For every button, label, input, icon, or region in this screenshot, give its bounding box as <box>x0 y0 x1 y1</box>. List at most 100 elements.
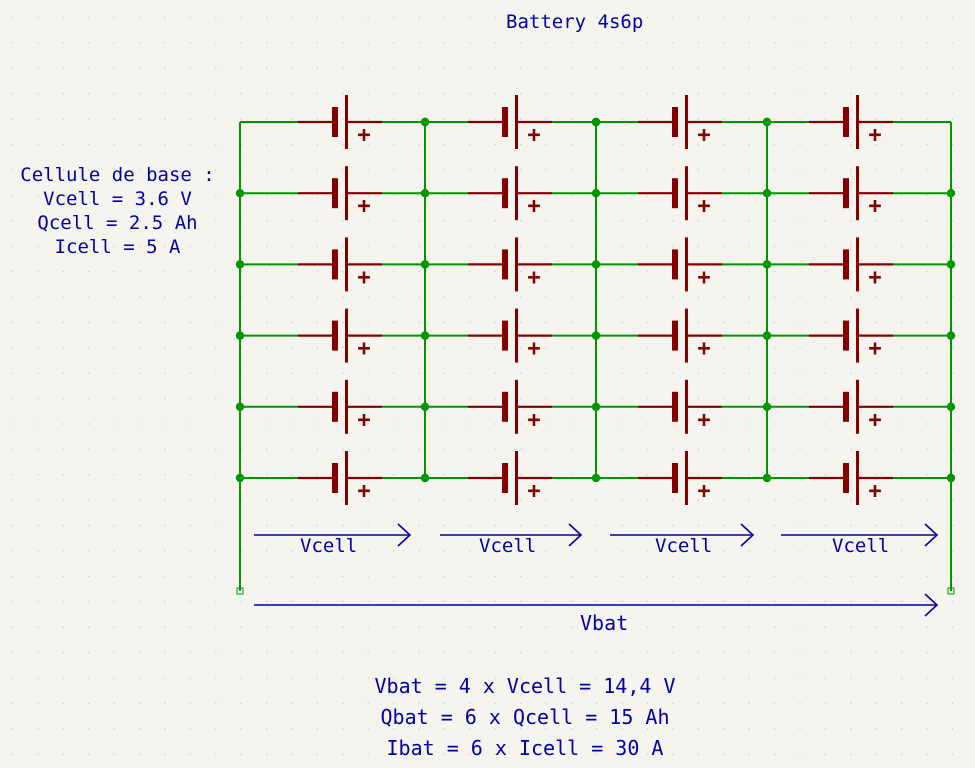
junction-dot <box>420 331 430 340</box>
battery-cell: + <box>298 451 382 505</box>
cell-plus-sign: + <box>868 479 881 504</box>
battery-cell: + <box>809 95 893 149</box>
junction-dot <box>591 189 601 198</box>
junction-dot <box>235 402 245 411</box>
cell-plus-sign: + <box>868 123 881 148</box>
cell-plus-sign: + <box>697 265 710 290</box>
junction-dot <box>762 402 772 411</box>
cell-plus-sign: + <box>527 265 540 290</box>
battery-cell: + <box>298 166 382 221</box>
schematic-title: Battery 4s6p <box>506 11 644 33</box>
junction-dot <box>762 189 772 198</box>
terminal-pin <box>236 587 244 595</box>
battery-cell: + <box>809 451 893 505</box>
junction-dot <box>946 473 956 483</box>
cell-plus-sign: + <box>527 408 540 433</box>
cell-plus-sign: + <box>697 408 710 433</box>
battery-cells: + + + + + + + + + + + + + + + + + + + + + + + + <box>298 95 893 505</box>
junction-dot <box>946 402 956 411</box>
battery-cell: + <box>638 95 722 149</box>
junction-dot <box>420 473 430 483</box>
cell-plus-sign: + <box>527 337 540 362</box>
vcell-arrow-head <box>924 523 939 547</box>
battery-cell: + <box>638 237 722 292</box>
cell-plus-sign: + <box>357 265 370 290</box>
battery-cell: + <box>638 379 722 434</box>
cell-plus-sign: + <box>357 408 370 433</box>
junction-dot <box>420 402 430 411</box>
junction-dot <box>762 331 772 340</box>
battery-cell: + <box>298 308 382 363</box>
battery-cell: + <box>468 451 552 505</box>
battery-cell: + <box>638 166 722 221</box>
vbat-label: Vbat <box>580 611 629 635</box>
vcell-label-1: Vcell <box>300 535 358 557</box>
battery-cell: + <box>809 379 893 434</box>
grid-dots <box>12 17 953 755</box>
junction-dot <box>420 260 430 269</box>
junction-dot <box>235 260 245 269</box>
cell-info-vcell: Vcell = 3.6 V <box>43 188 192 210</box>
cell-plus-sign: + <box>868 265 881 290</box>
cell-plus-sign: + <box>527 123 540 148</box>
vcell-label-3: Vcell <box>655 535 713 557</box>
junction-dot <box>420 117 430 127</box>
cell-info-heading: Cellule de base : <box>20 164 215 186</box>
battery-cell: + <box>468 308 552 363</box>
junction-dot <box>762 473 772 483</box>
cell-plus-sign: + <box>868 408 881 433</box>
junction-dot <box>235 473 245 483</box>
formulas-block: Vbat = 4 x Vcell = 14,4 V Qbat = 6 x Qce… <box>360 671 690 764</box>
vcell-arrow-head <box>740 523 755 547</box>
formula-vbat: Vbat = 4 x Vcell = 14,4 V <box>374 674 676 698</box>
battery-cell: + <box>468 379 552 434</box>
cell-plus-sign: + <box>357 123 370 148</box>
cell-info-block: Cellule de base : Vcell = 3.6 V Qcell = … <box>10 163 225 259</box>
junction-dot <box>946 189 956 198</box>
battery-cell: + <box>468 95 552 149</box>
cell-plus-sign: + <box>868 337 881 362</box>
battery-cell: + <box>298 237 382 292</box>
junction-dot <box>946 331 956 340</box>
vcell-arrow-head <box>568 523 583 547</box>
junctions <box>235 117 956 595</box>
cell-plus-sign: + <box>357 337 370 362</box>
cell-plus-sign: + <box>697 337 710 362</box>
junction-dot <box>235 189 245 198</box>
junction-dot <box>591 402 601 411</box>
formula-qbat: Qbat = 6 x Qcell = 15 Ah <box>380 705 670 729</box>
battery-cell: + <box>298 95 382 149</box>
cell-plus-sign: + <box>697 123 710 148</box>
junction-dot <box>591 260 601 269</box>
terminal-pin <box>947 587 955 595</box>
cell-plus-sign: + <box>697 479 710 504</box>
battery-cell: + <box>809 308 893 363</box>
cell-info-icell: Icell = 5 A <box>54 236 181 258</box>
cell-plus-sign: + <box>357 479 370 504</box>
cell-plus-sign: + <box>527 194 540 219</box>
junction-dot <box>762 260 772 269</box>
cell-plus-sign: + <box>527 479 540 504</box>
junction-dot <box>946 260 956 269</box>
vcell-label-2: Vcell <box>479 535 537 557</box>
junction-dot <box>235 331 245 340</box>
vcell-arrow-head <box>397 523 412 547</box>
junction-dot <box>591 473 601 483</box>
battery-cell: + <box>809 237 893 292</box>
formula-ibat: Ibat = 6 x Icell = 30 A <box>386 736 664 760</box>
battery-cell: + <box>298 379 382 434</box>
junction-dot <box>420 189 430 198</box>
cell-plus-sign: + <box>357 194 370 219</box>
battery-cell: + <box>638 451 722 505</box>
battery-cell: + <box>468 237 552 292</box>
voltage-arrows <box>254 523 939 617</box>
junction-dot <box>762 117 772 127</box>
vcell-label-4: Vcell <box>832 535 890 557</box>
junction-dot <box>591 117 601 127</box>
cell-plus-sign: + <box>868 194 881 219</box>
vbat-arrow-head <box>924 593 939 617</box>
wires <box>239 121 952 591</box>
junction-dot <box>591 331 601 340</box>
cell-info-qcell: Qcell = 2.5 Ah <box>37 212 198 234</box>
